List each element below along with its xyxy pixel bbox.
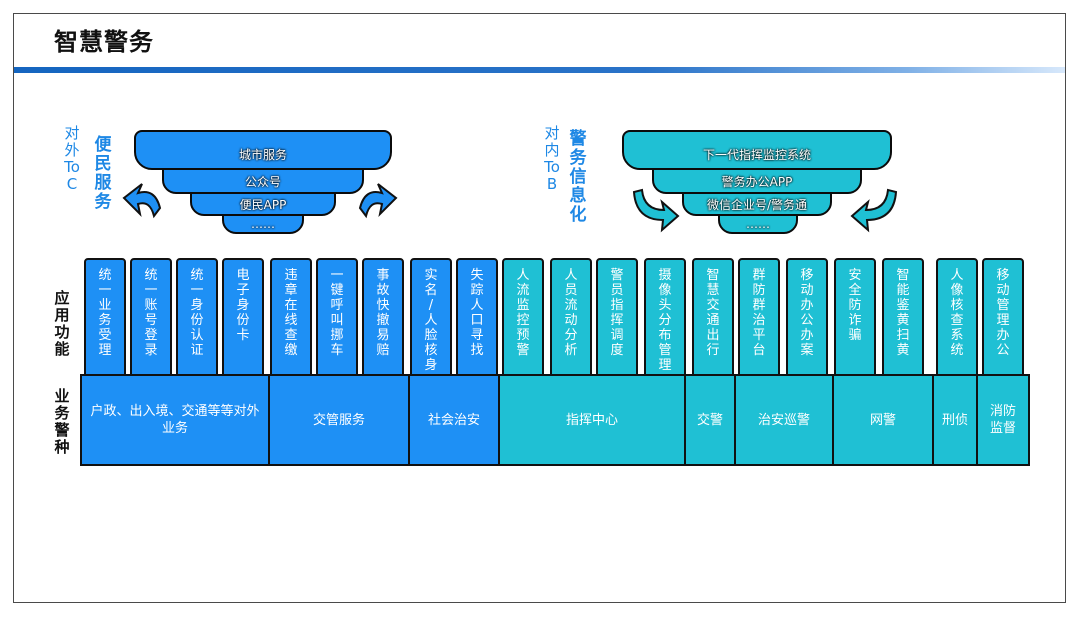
right-side-char: To [544, 158, 560, 176]
app-function-item[interactable]: 智能鉴黄扫黄 [882, 258, 924, 376]
curved-arrow-icon [632, 188, 680, 233]
curved-arrow-icon [850, 188, 898, 233]
left-arrows [122, 183, 398, 219]
right-title-char: 警 [569, 129, 587, 149]
left-side-char: C [66, 175, 78, 193]
layer-label: 下一代指挥监控系统 [702, 147, 811, 162]
layer-label: 便民APP [239, 197, 287, 212]
app-function-item[interactable]: 移动管理办公 [982, 258, 1024, 376]
layer-command-system: 下一代指挥监控系统 [622, 130, 892, 170]
app-function-item[interactable]: 统一身份认证 [176, 258, 218, 376]
left-title-char: 务 [94, 192, 112, 212]
app-function-item[interactable]: 人员流动分析 [550, 258, 592, 376]
row-label-char: 能 [54, 340, 70, 358]
business-type-cell[interactable]: 户政、出入境、交通等等对外业务 [80, 374, 270, 466]
row-label-char: 用 [54, 306, 70, 324]
right-title-char: 信 [569, 167, 587, 187]
right-arrows [632, 188, 898, 233]
row-label-char: 警 [54, 421, 70, 439]
right-side-char: B [546, 175, 558, 193]
business-type-cell[interactable]: 刑侦 [932, 374, 978, 466]
page-title: 智慧警务 [54, 28, 154, 56]
business-type-cell[interactable]: 指挥中心 [498, 374, 686, 466]
layer-more: …… [718, 214, 798, 234]
right-title-char: 务 [569, 148, 587, 168]
app-function-item[interactable]: 智慧交通出行 [692, 258, 734, 376]
right-group-title: 警 务 信 息 化 [567, 130, 589, 225]
left-group-title: 便 民 服 务 [92, 136, 114, 212]
layer-city-service: 城市服务 [134, 130, 392, 170]
right-title-char: 化 [569, 205, 587, 225]
title-underline [14, 67, 1065, 73]
app-function-item[interactable]: 群防群治平台 [738, 258, 780, 376]
layer-label: 城市服务 [238, 147, 287, 162]
app-function-item[interactable]: 违章在线查缴 [270, 258, 312, 376]
left-title-char: 服 [94, 173, 112, 193]
app-function-item[interactable]: 一键呼叫挪车 [316, 258, 358, 376]
row-label-char: 业 [54, 387, 70, 405]
business-type-cell[interactable]: 网警 [832, 374, 934, 466]
row-label-char: 务 [54, 404, 70, 422]
business-type-cell[interactable]: 社会治安 [408, 374, 500, 466]
app-function-item[interactable]: 移动办公办案 [786, 258, 828, 376]
left-title-char: 便 [94, 135, 112, 155]
layer-more: …… [222, 214, 304, 234]
left-side-label: 对 外 To C [60, 125, 84, 193]
layer-wechat: 微信企业号/警务通 [682, 192, 832, 216]
row-label-char: 应 [54, 289, 70, 307]
business-type-cell[interactable]: 治安巡警 [734, 374, 834, 466]
app-function-item[interactable]: 人流监控预警 [502, 258, 544, 376]
app-function-item[interactable]: 统一业务受理 [84, 258, 126, 376]
app-function-item[interactable]: 安全防诈骗 [834, 258, 876, 376]
right-title-char: 息 [569, 186, 587, 206]
app-function-item[interactable]: 统一账号登录 [130, 258, 172, 376]
layer-police-app: 警务办公APP [652, 168, 862, 194]
row-label-char: 种 [54, 438, 70, 456]
row-label-char: 功 [54, 323, 70, 341]
app-function-item[interactable]: 事故快撤易赔 [362, 258, 404, 376]
layer-label: 公众号 [244, 174, 281, 189]
app-function-item[interactable]: 失踪人口寻找 [456, 258, 498, 376]
left-side-char: To [64, 158, 80, 176]
app-function-item[interactable]: 电子身份卡 [222, 258, 264, 376]
business-type-cell[interactable]: 消防监督 [976, 374, 1030, 466]
app-function-item[interactable]: 实名/人脸核身 [410, 258, 452, 376]
layer-label: …… [746, 217, 770, 231]
row-label-types: 业 务 警 种 [52, 388, 72, 456]
curved-arrow-icon [358, 183, 398, 219]
layer-label: 警务办公APP [721, 174, 793, 189]
right-side-char: 对 [544, 124, 560, 142]
app-function-item[interactable]: 人像核查系统 [936, 258, 978, 376]
curved-arrow-icon [122, 183, 162, 219]
left-side-char: 对 [64, 124, 80, 142]
row-label-apps: 应 用 功 能 [52, 290, 72, 358]
app-function-item[interactable]: 警员指挥调度 [596, 258, 638, 376]
layer-label: …… [251, 217, 275, 231]
layer-label: 微信企业号/警务通 [706, 197, 808, 212]
layer-public-account: 公众号 [162, 168, 364, 194]
layer-app: 便民APP [190, 192, 336, 216]
right-side-label: 对 内 To B [540, 125, 564, 193]
right-side-char: 内 [544, 141, 560, 159]
app-function-item[interactable]: 摄像头分布管理 [644, 258, 686, 376]
left-side-char: 外 [64, 141, 80, 159]
business-type-cell[interactable]: 交警 [684, 374, 736, 466]
left-title-char: 民 [94, 154, 112, 174]
business-type-cell[interactable]: 交管服务 [268, 374, 410, 466]
